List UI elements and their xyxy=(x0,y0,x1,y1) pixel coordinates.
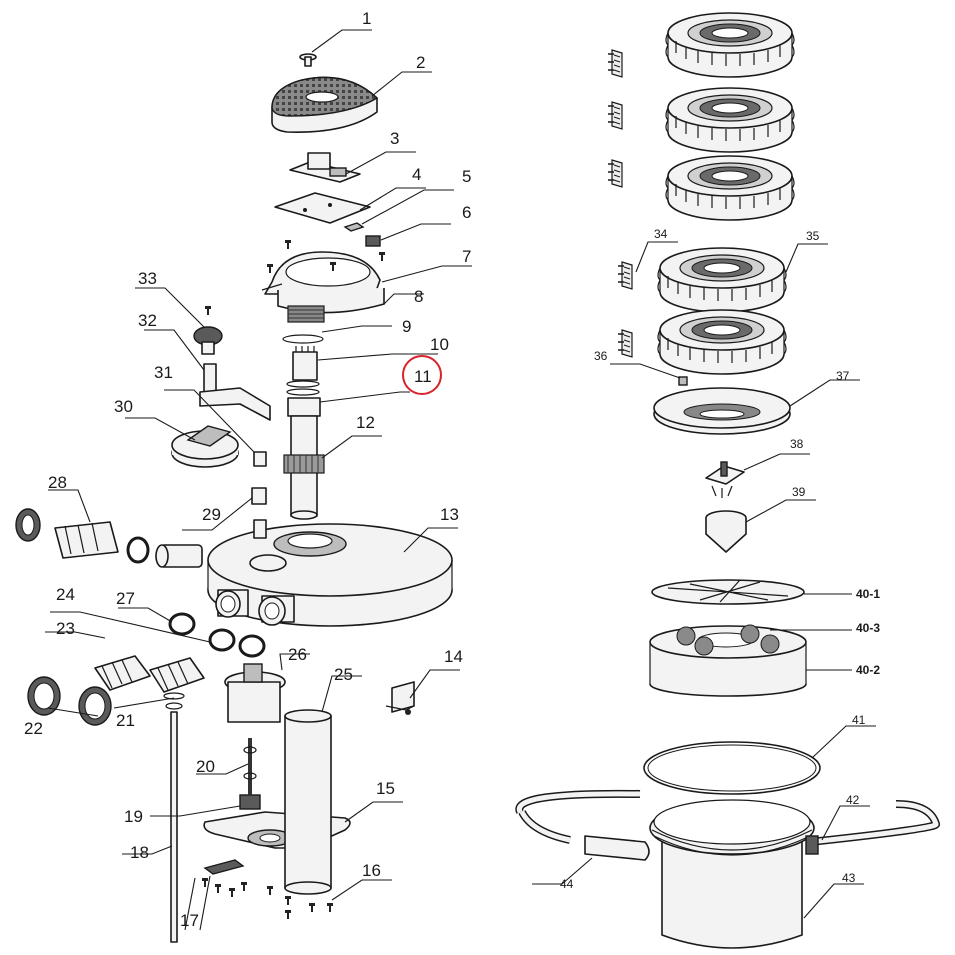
part-21-hose-nut xyxy=(78,686,112,726)
label-13: 13 xyxy=(440,505,459,524)
part-9-o-ring xyxy=(282,334,324,344)
label-2: 2 xyxy=(416,53,425,72)
label-11: 11 xyxy=(414,367,432,386)
label-17: 17 xyxy=(180,911,199,930)
label-3: 3 xyxy=(390,129,399,148)
part-1-knob-screw xyxy=(299,53,317,67)
label-44: 44 xyxy=(560,877,574,891)
part-22-hose-nut xyxy=(27,676,61,716)
label-43: 43 xyxy=(842,871,856,885)
label-15: 15 xyxy=(376,779,395,798)
label-37: 37 xyxy=(836,369,850,383)
part-4-circuit-plate xyxy=(274,192,371,224)
part-11-rings xyxy=(286,380,320,396)
part-2-top-cover xyxy=(271,76,379,133)
part-40-2-media-base xyxy=(649,625,807,697)
part-39-cone xyxy=(705,510,747,553)
label-41: 41 xyxy=(852,713,866,727)
label-20: 20 xyxy=(196,757,215,776)
part-27-o-ring xyxy=(168,612,196,636)
part-35-media-ring xyxy=(657,247,787,375)
part-13-main-lid xyxy=(155,519,453,627)
callouts: 1 2 3 4 5 6 7 8 9 10 11 12 13 14 15 16 1… xyxy=(24,9,880,931)
part-26-valve-body xyxy=(224,663,286,723)
part-31-small-cap xyxy=(253,451,267,467)
label-22: 22 xyxy=(24,719,43,738)
part-17-clip xyxy=(202,859,247,897)
media-ring-stack-top xyxy=(607,12,795,221)
label-18: 18 xyxy=(130,843,149,862)
part-44-latch xyxy=(515,789,650,861)
label-7: 7 xyxy=(462,247,471,266)
part-40-3-balls xyxy=(676,624,780,656)
label-12: 12 xyxy=(356,413,375,432)
part-41-seal-ring xyxy=(643,741,821,795)
part-10-shaft xyxy=(292,346,318,381)
part-18-rod xyxy=(163,692,185,943)
label-5: 5 xyxy=(462,167,471,186)
label-8: 8 xyxy=(414,287,423,306)
part-19-valve-stem xyxy=(239,738,261,810)
label-38: 38 xyxy=(790,437,804,451)
label-39: 39 xyxy=(792,485,806,499)
label-28: 28 xyxy=(48,473,67,492)
part-37-filter-disc xyxy=(653,387,791,435)
label-6: 6 xyxy=(462,203,471,222)
highlight-circle-11 xyxy=(402,355,442,395)
label-27: 27 xyxy=(116,589,135,608)
label-10: 10 xyxy=(430,335,449,354)
label-30: 30 xyxy=(114,397,133,416)
part-33-lever-cap xyxy=(193,306,223,355)
label-29: 29 xyxy=(202,505,221,524)
part-30-control-knob xyxy=(171,425,239,468)
label-1: 1 xyxy=(362,9,371,28)
label-34: 34 xyxy=(654,227,668,241)
label-23: 23 xyxy=(56,619,75,638)
part-24-o-ring xyxy=(208,628,266,658)
label-9: 9 xyxy=(402,317,411,336)
label-4: 4 xyxy=(412,165,421,184)
part-7-motor-housing xyxy=(261,240,386,314)
label-33: 33 xyxy=(138,269,157,288)
part-29-small-cap xyxy=(251,487,267,505)
part-34-clips xyxy=(617,261,633,358)
label-42: 42 xyxy=(846,793,860,807)
part-32-lever xyxy=(199,363,271,421)
part-40-1-grid-plate xyxy=(651,579,805,605)
label-36: 36 xyxy=(594,349,608,363)
part-6-switch xyxy=(365,235,381,247)
part-42-clamp xyxy=(805,800,941,855)
part-43-canister-bucket xyxy=(649,799,815,949)
label-16: 16 xyxy=(362,861,381,880)
label-25: 25 xyxy=(334,665,353,684)
label-26: 26 xyxy=(288,645,307,664)
part-23-hose-barb xyxy=(94,655,205,693)
part-36-small-cap xyxy=(678,376,688,386)
part-14-bracket xyxy=(385,681,415,715)
label-14: 14 xyxy=(444,647,463,666)
label-21: 21 xyxy=(116,711,135,730)
part-28-inlet-connector xyxy=(15,508,150,564)
part-20-washer xyxy=(243,746,257,780)
label-24: 24 xyxy=(56,585,75,604)
label-40-2: 40-2 xyxy=(856,663,880,677)
part-8-threaded-neck xyxy=(287,305,325,323)
label-19: 19 xyxy=(124,807,143,826)
part-5-connector xyxy=(343,222,365,232)
part-3-transformer xyxy=(289,152,361,183)
label-32: 32 xyxy=(138,311,157,330)
label-40-1: 40-1 xyxy=(856,587,880,601)
label-31: 31 xyxy=(154,363,173,382)
part-12-impeller-tube xyxy=(283,397,325,520)
part-25-lower-tube xyxy=(284,709,332,895)
part-38-impeller xyxy=(705,461,745,498)
label-40-3: 40-3 xyxy=(856,621,880,635)
label-35: 35 xyxy=(806,229,820,243)
